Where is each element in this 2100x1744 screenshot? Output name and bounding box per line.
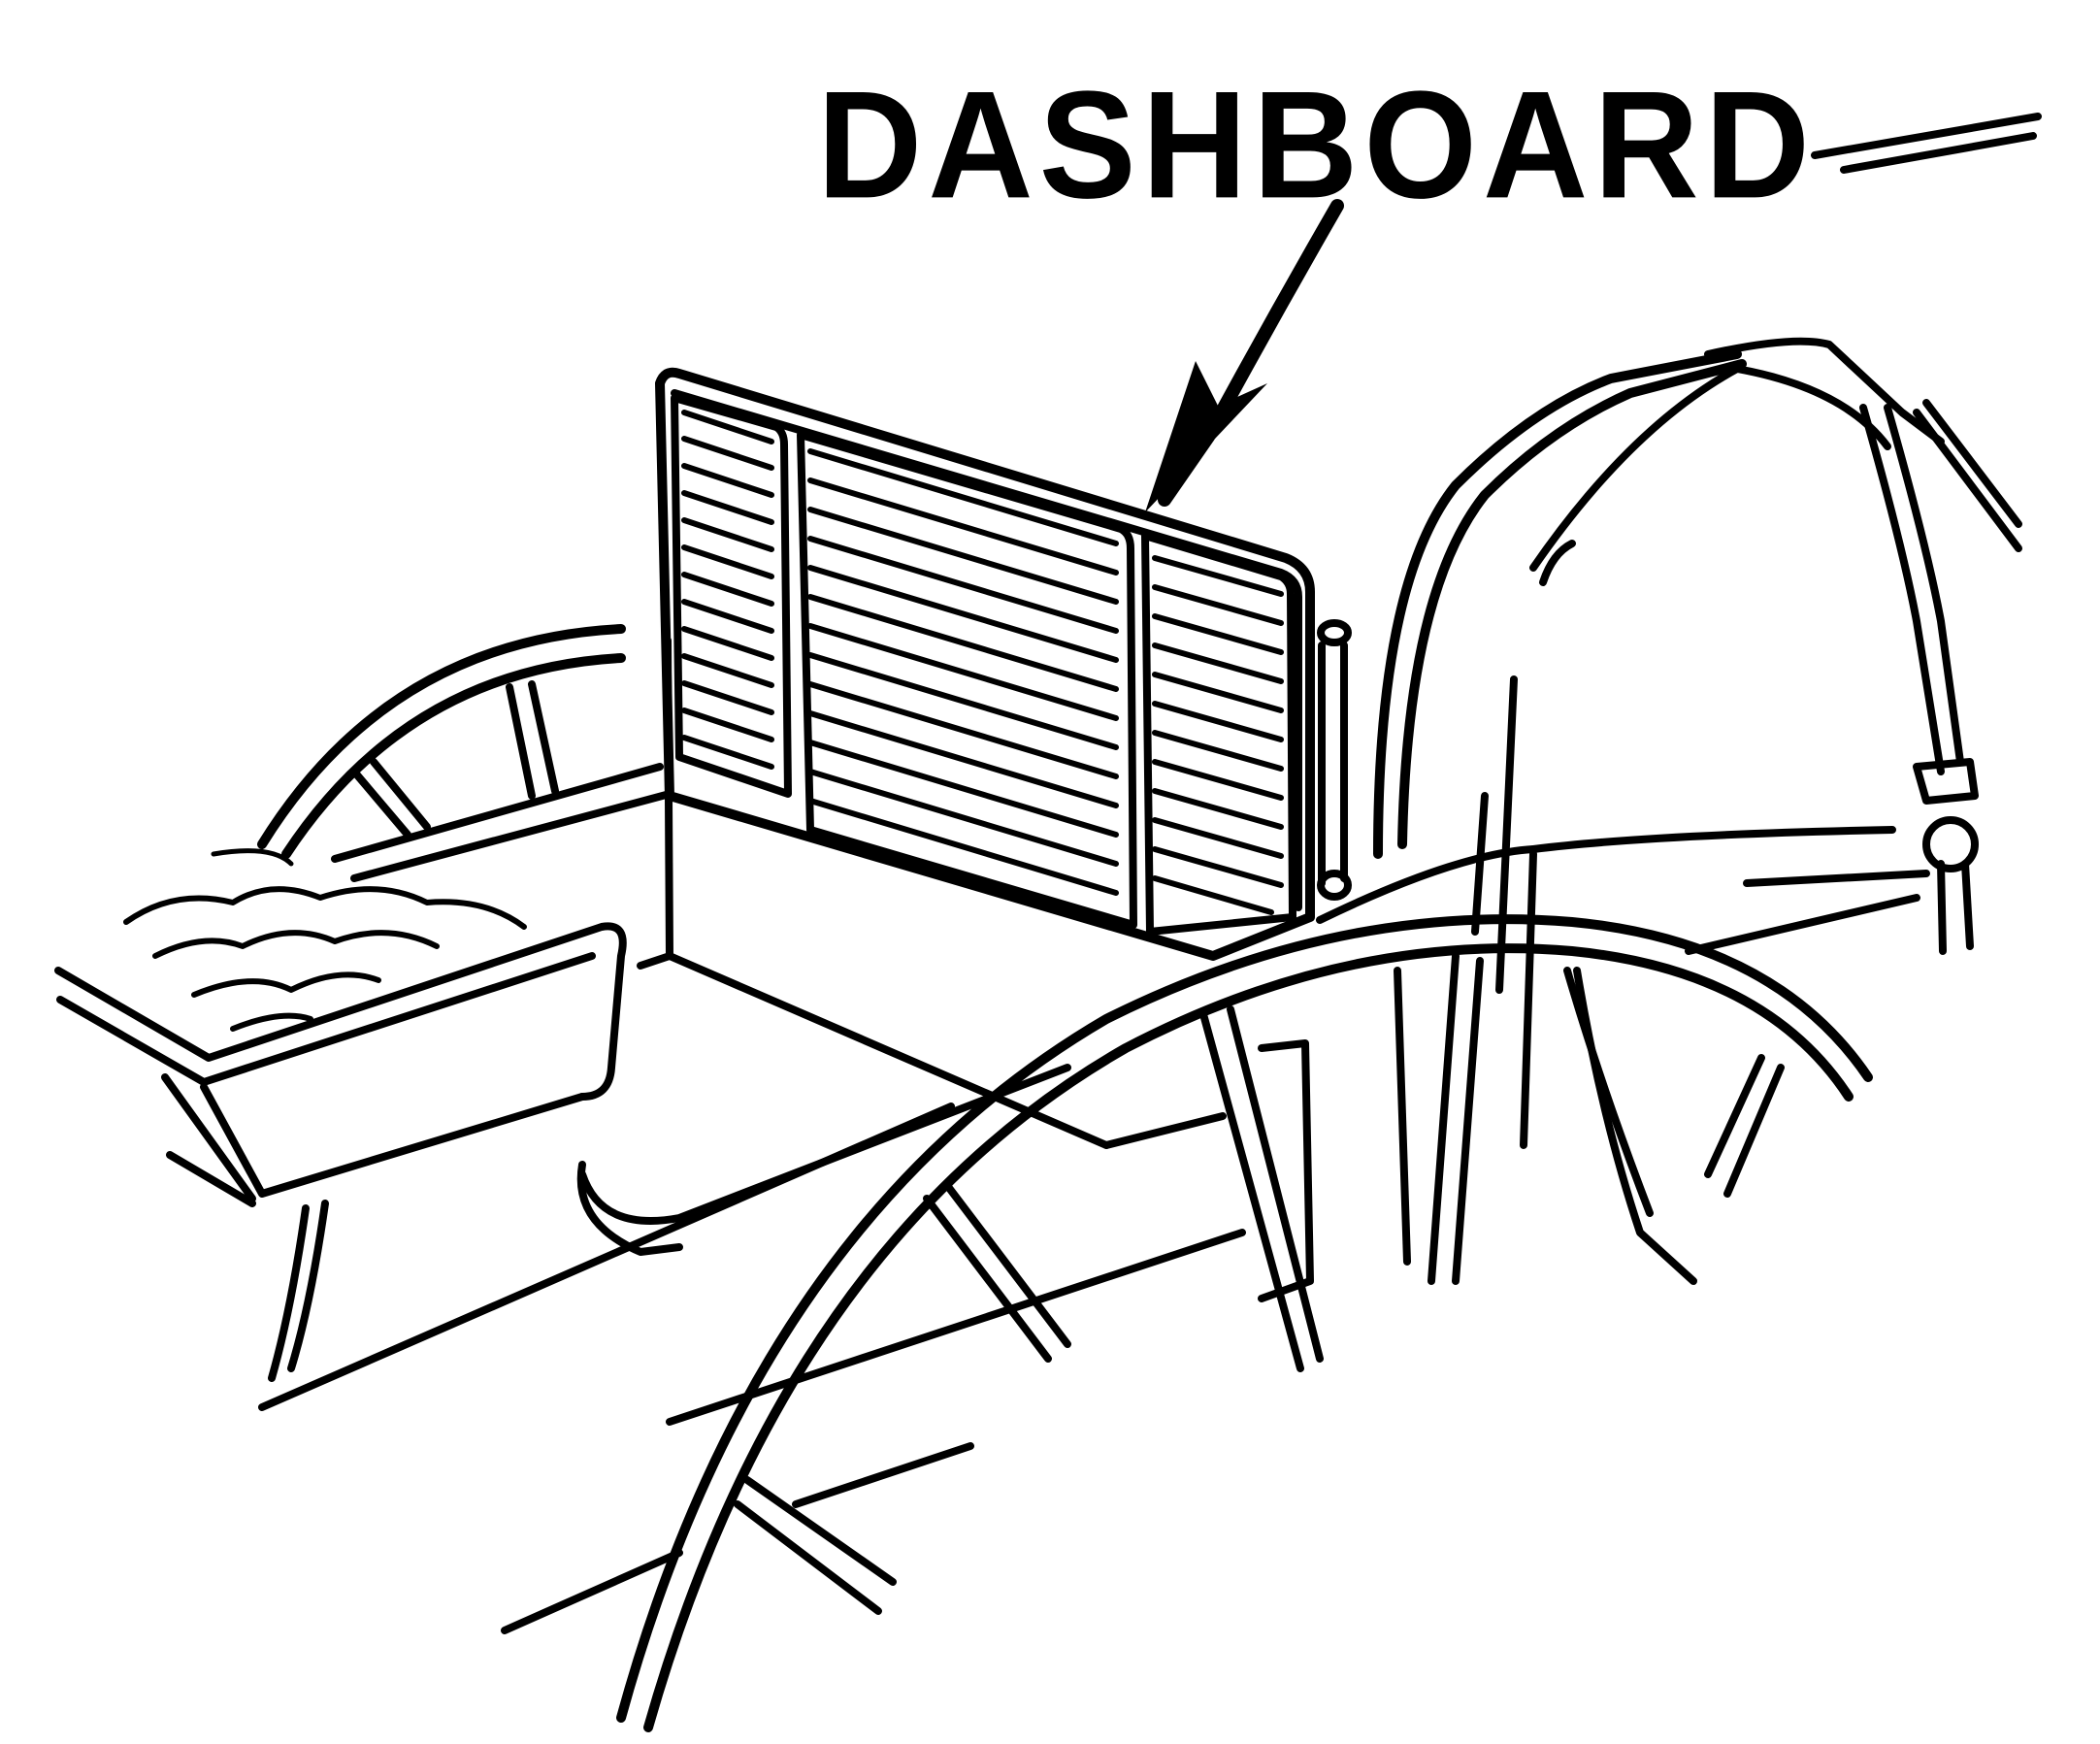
lamp bbox=[1317, 619, 1352, 901]
dashboard-callout-label: DASHBOARD bbox=[817, 58, 1816, 230]
front-wheel bbox=[616, 914, 1873, 1732]
horse bbox=[1373, 113, 2042, 1285]
dashboard-slats bbox=[681, 410, 1284, 915]
harness bbox=[1704, 337, 2022, 955]
dashboard-panel bbox=[655, 367, 1315, 961]
shaft bbox=[1316, 826, 1930, 955]
rear-wheel bbox=[257, 624, 626, 859]
seat-cushion bbox=[54, 848, 627, 1207]
callout-arrow bbox=[1145, 199, 1344, 512]
